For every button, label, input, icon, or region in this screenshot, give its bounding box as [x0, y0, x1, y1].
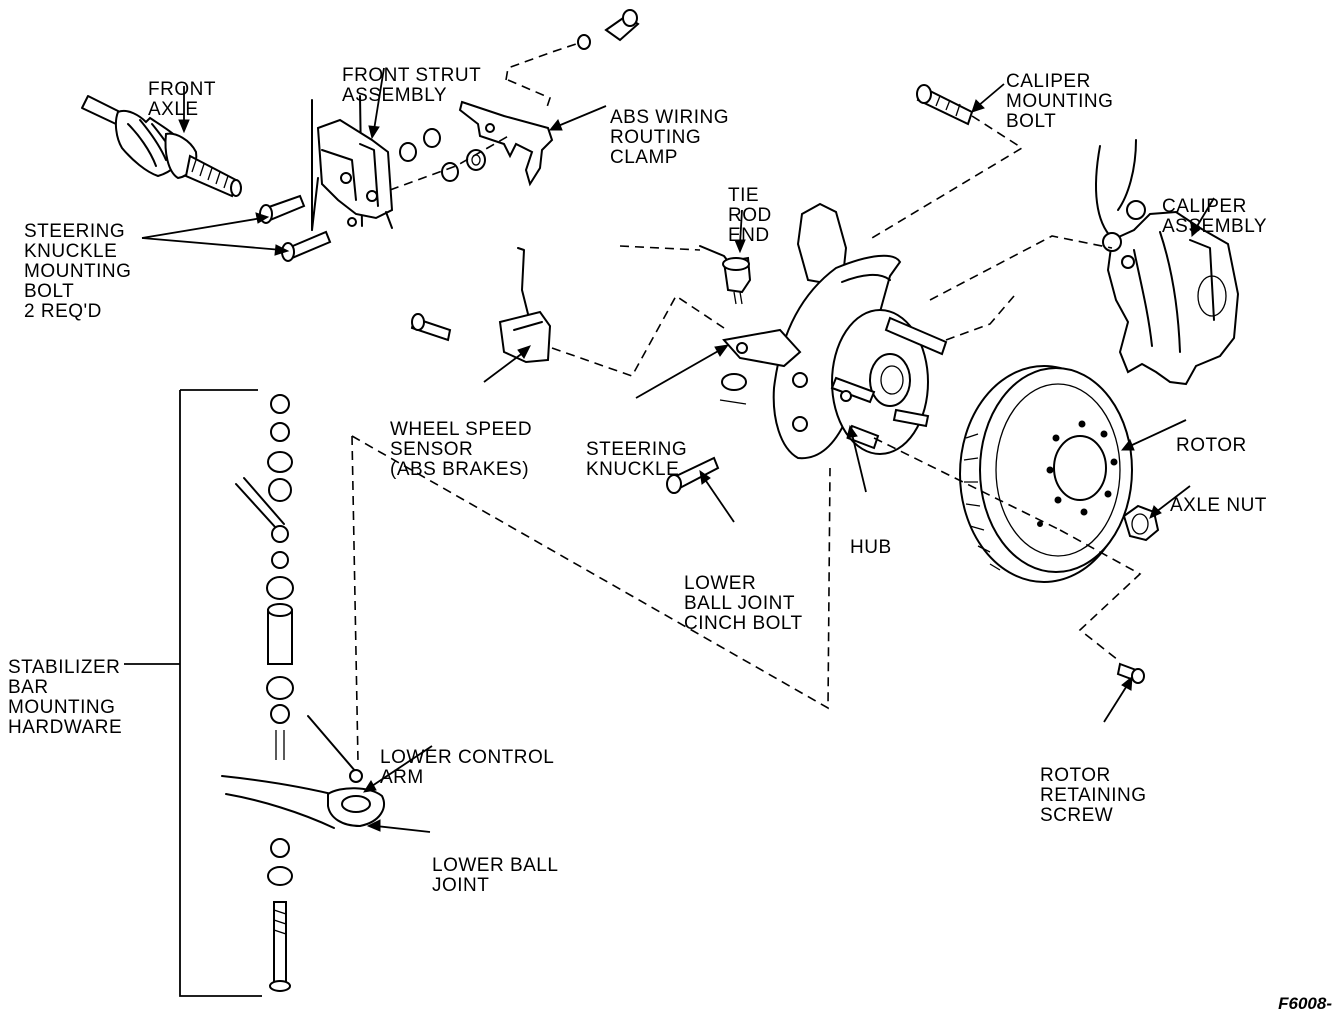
abs-wiring-routing-clamp-part — [458, 9, 640, 187]
front-axle-part — [81, 95, 242, 198]
lower-control-arm-part — [221, 715, 385, 829]
steering-knuckle-mounting-bolts — [259, 194, 332, 262]
wheel-speed-sensor-part — [410, 247, 552, 364]
leader-lines — [141, 67, 1215, 833]
caliper-mounting-bolt-part — [916, 84, 974, 126]
explode-lines — [351, 43, 1142, 763]
tie-rod-end-part — [699, 245, 752, 305]
caliper-assembly-part — [1095, 139, 1240, 386]
hub-part — [830, 309, 948, 455]
lower-ball-joint-cinch-bolt-part — [666, 456, 720, 494]
strut-nuts — [399, 128, 486, 182]
label-axle-nut: AXLE NUT — [1170, 495, 1267, 516]
label-rotor: ROTOR — [1176, 435, 1247, 456]
rotor-retaining-screw-part — [1116, 662, 1145, 684]
axle-nut-part — [1122, 504, 1160, 542]
stabilizer-bracket — [124, 389, 262, 997]
figure-id: F6008- — [1278, 994, 1332, 1013]
stabilizer-bar-hardware-part — [235, 394, 294, 992]
front-strut-assembly-part — [311, 95, 394, 231]
rotor-part — [959, 365, 1133, 583]
label-hub: HUB — [850, 537, 892, 558]
